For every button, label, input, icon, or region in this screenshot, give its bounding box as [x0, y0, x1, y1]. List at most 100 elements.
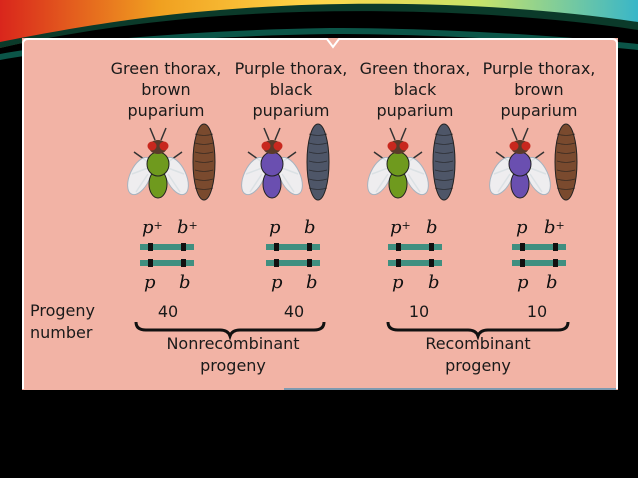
allele-top-p-1: p+	[142, 217, 163, 238]
fly-eye	[147, 141, 157, 151]
fly-antenna	[522, 127, 529, 141]
slide-divider-strip	[284, 388, 616, 390]
allele-top-p-2: p	[269, 217, 281, 238]
chromosome-pairs	[140, 243, 566, 267]
allele-bottom-p-4: p	[517, 272, 529, 293]
locus-b-marker	[553, 243, 558, 251]
locus-p-marker	[148, 259, 153, 267]
panel-frame	[22, 38, 618, 389]
puparium-segment	[434, 169, 454, 172]
chromosome-bar	[512, 244, 566, 250]
puparium-segment	[434, 133, 454, 136]
fly-eye	[387, 141, 397, 151]
allele-top-p-3: p+	[390, 217, 411, 238]
locus-p-marker	[396, 243, 401, 251]
allele-bottom-b-2: b	[306, 272, 318, 293]
locus-b-marker	[307, 259, 312, 267]
locus-p-marker	[520, 243, 525, 251]
allele-bottom-p-3: p	[392, 272, 404, 293]
puparium-segment	[308, 169, 328, 172]
locus-b-marker	[429, 259, 434, 267]
chromosome-bar	[140, 244, 194, 250]
fly-antenna	[149, 127, 156, 141]
fly-antenna	[389, 127, 396, 141]
puparium-segment	[194, 160, 214, 163]
puparium-segment	[194, 142, 214, 145]
locus-b-marker	[553, 259, 558, 267]
fly-eye	[159, 141, 169, 151]
allele-top-b-3: b	[426, 217, 438, 238]
fly-thorax	[386, 151, 410, 177]
allele-top-b-2: b	[304, 217, 316, 238]
allele-top-p-4: p	[516, 217, 528, 238]
puparium-segment	[556, 160, 576, 163]
chromosome-bar	[140, 260, 194, 266]
fly-antenna	[511, 127, 518, 141]
puparium-segment	[556, 187, 576, 190]
progeny-number-4: 10	[526, 302, 548, 321]
progeny-number-3: 10	[408, 302, 430, 321]
green-fly-black-puparium-figure	[367, 123, 456, 201]
progeny-number-2: 40	[283, 302, 305, 321]
fly-eye	[273, 141, 283, 151]
fly-eye	[399, 141, 409, 151]
allele-bottom-p-2: p	[271, 272, 283, 293]
recombinant-brace	[386, 321, 570, 340]
locus-b-marker	[181, 243, 186, 251]
puparium-segment	[308, 178, 328, 181]
fly-thorax	[508, 151, 532, 177]
puparium-segment	[194, 133, 214, 136]
puparium	[192, 123, 216, 201]
puparium-segment	[308, 187, 328, 190]
puparium-segment	[308, 133, 328, 136]
puparium-segment	[194, 178, 214, 181]
puparium	[554, 123, 578, 201]
header-swoosh-decoration	[0, 0, 638, 60]
allele-top-b-4: b+	[544, 217, 565, 238]
purple-fly-black-puparium-figure	[241, 123, 330, 201]
puparium-segment	[556, 133, 576, 136]
puparium-segment	[556, 178, 576, 181]
progeny-number-1: 40	[157, 302, 179, 321]
puparium-segment	[308, 151, 328, 154]
fly-antenna	[263, 127, 270, 141]
fly-antenna	[400, 127, 407, 141]
puparium-segment	[434, 151, 454, 154]
puparium-segment	[434, 178, 454, 181]
locus-p-marker	[520, 259, 525, 267]
allele-bottom-p-1: p	[144, 272, 156, 293]
nonrecombinant-brace	[134, 321, 326, 340]
fly-eye	[521, 141, 531, 151]
allele-bottom-b-4: b	[546, 272, 558, 293]
puparium-segment	[556, 169, 576, 172]
puparium-segment	[434, 142, 454, 145]
puparium	[432, 123, 456, 201]
locus-p-marker	[396, 259, 401, 267]
locus-b-marker	[307, 243, 312, 251]
puparium-segment	[308, 160, 328, 163]
puparium-segment	[308, 142, 328, 145]
allele-bottom-b-1: b	[179, 272, 191, 293]
fly-thorax	[260, 151, 284, 177]
allele-bottom-b-3: b	[428, 272, 440, 293]
puparium	[306, 123, 330, 201]
puparium-segment	[556, 142, 576, 145]
chromosome-bar	[388, 244, 442, 250]
purple-fly-brown-puparium-figure	[489, 123, 578, 201]
puparium-segment	[194, 151, 214, 154]
locus-b-marker	[429, 243, 434, 251]
puparium-segment	[194, 169, 214, 172]
locus-p-marker	[274, 259, 279, 267]
locus-b-marker	[181, 259, 186, 267]
fly-eye	[509, 141, 519, 151]
fly-thorax	[146, 151, 170, 177]
puparium-segment	[194, 187, 214, 190]
green-fly-brown-puparium-figure	[127, 123, 216, 201]
chromosome-bar	[266, 260, 320, 266]
fly-eye	[261, 141, 271, 151]
